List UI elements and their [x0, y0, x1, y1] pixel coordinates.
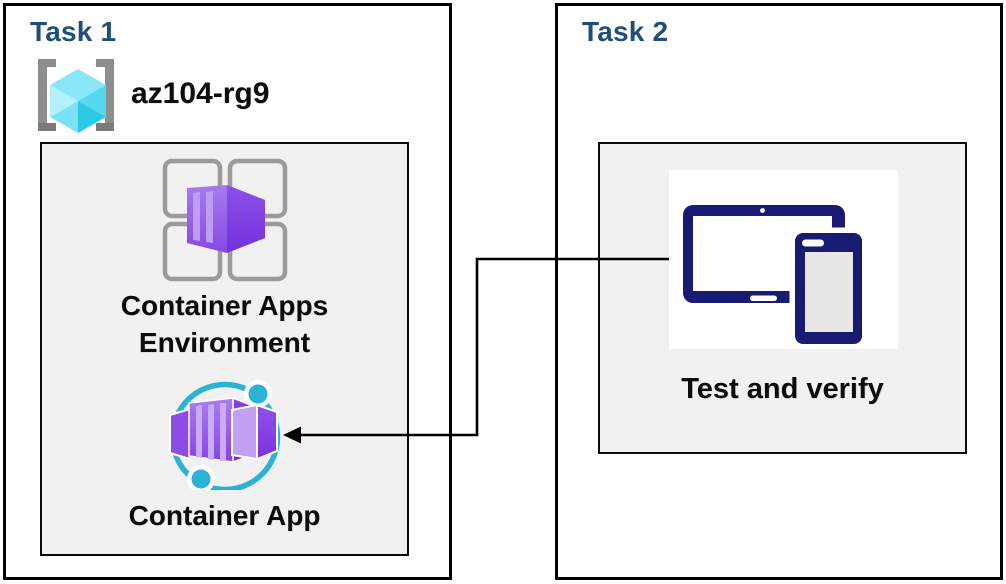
environment-label-line1: Container Apps [120, 290, 329, 321]
devices-icon [669, 170, 898, 349]
task2-title: Task 2 [582, 16, 669, 47]
test-and-verify-label: Test and verify [681, 373, 884, 405]
container-app-icon [160, 378, 292, 490]
task1-title: Task 1 [30, 16, 117, 47]
resource-group-icon [36, 57, 116, 135]
resource-group-name: az104-rg9 [131, 77, 270, 110]
container-apps-environment-icon [160, 157, 290, 283]
environment-label-line2: Environment [138, 327, 311, 358]
container-apps-environment-label: Container Apps Environment [40, 287, 409, 361]
container-app-label: Container App [128, 500, 321, 531]
